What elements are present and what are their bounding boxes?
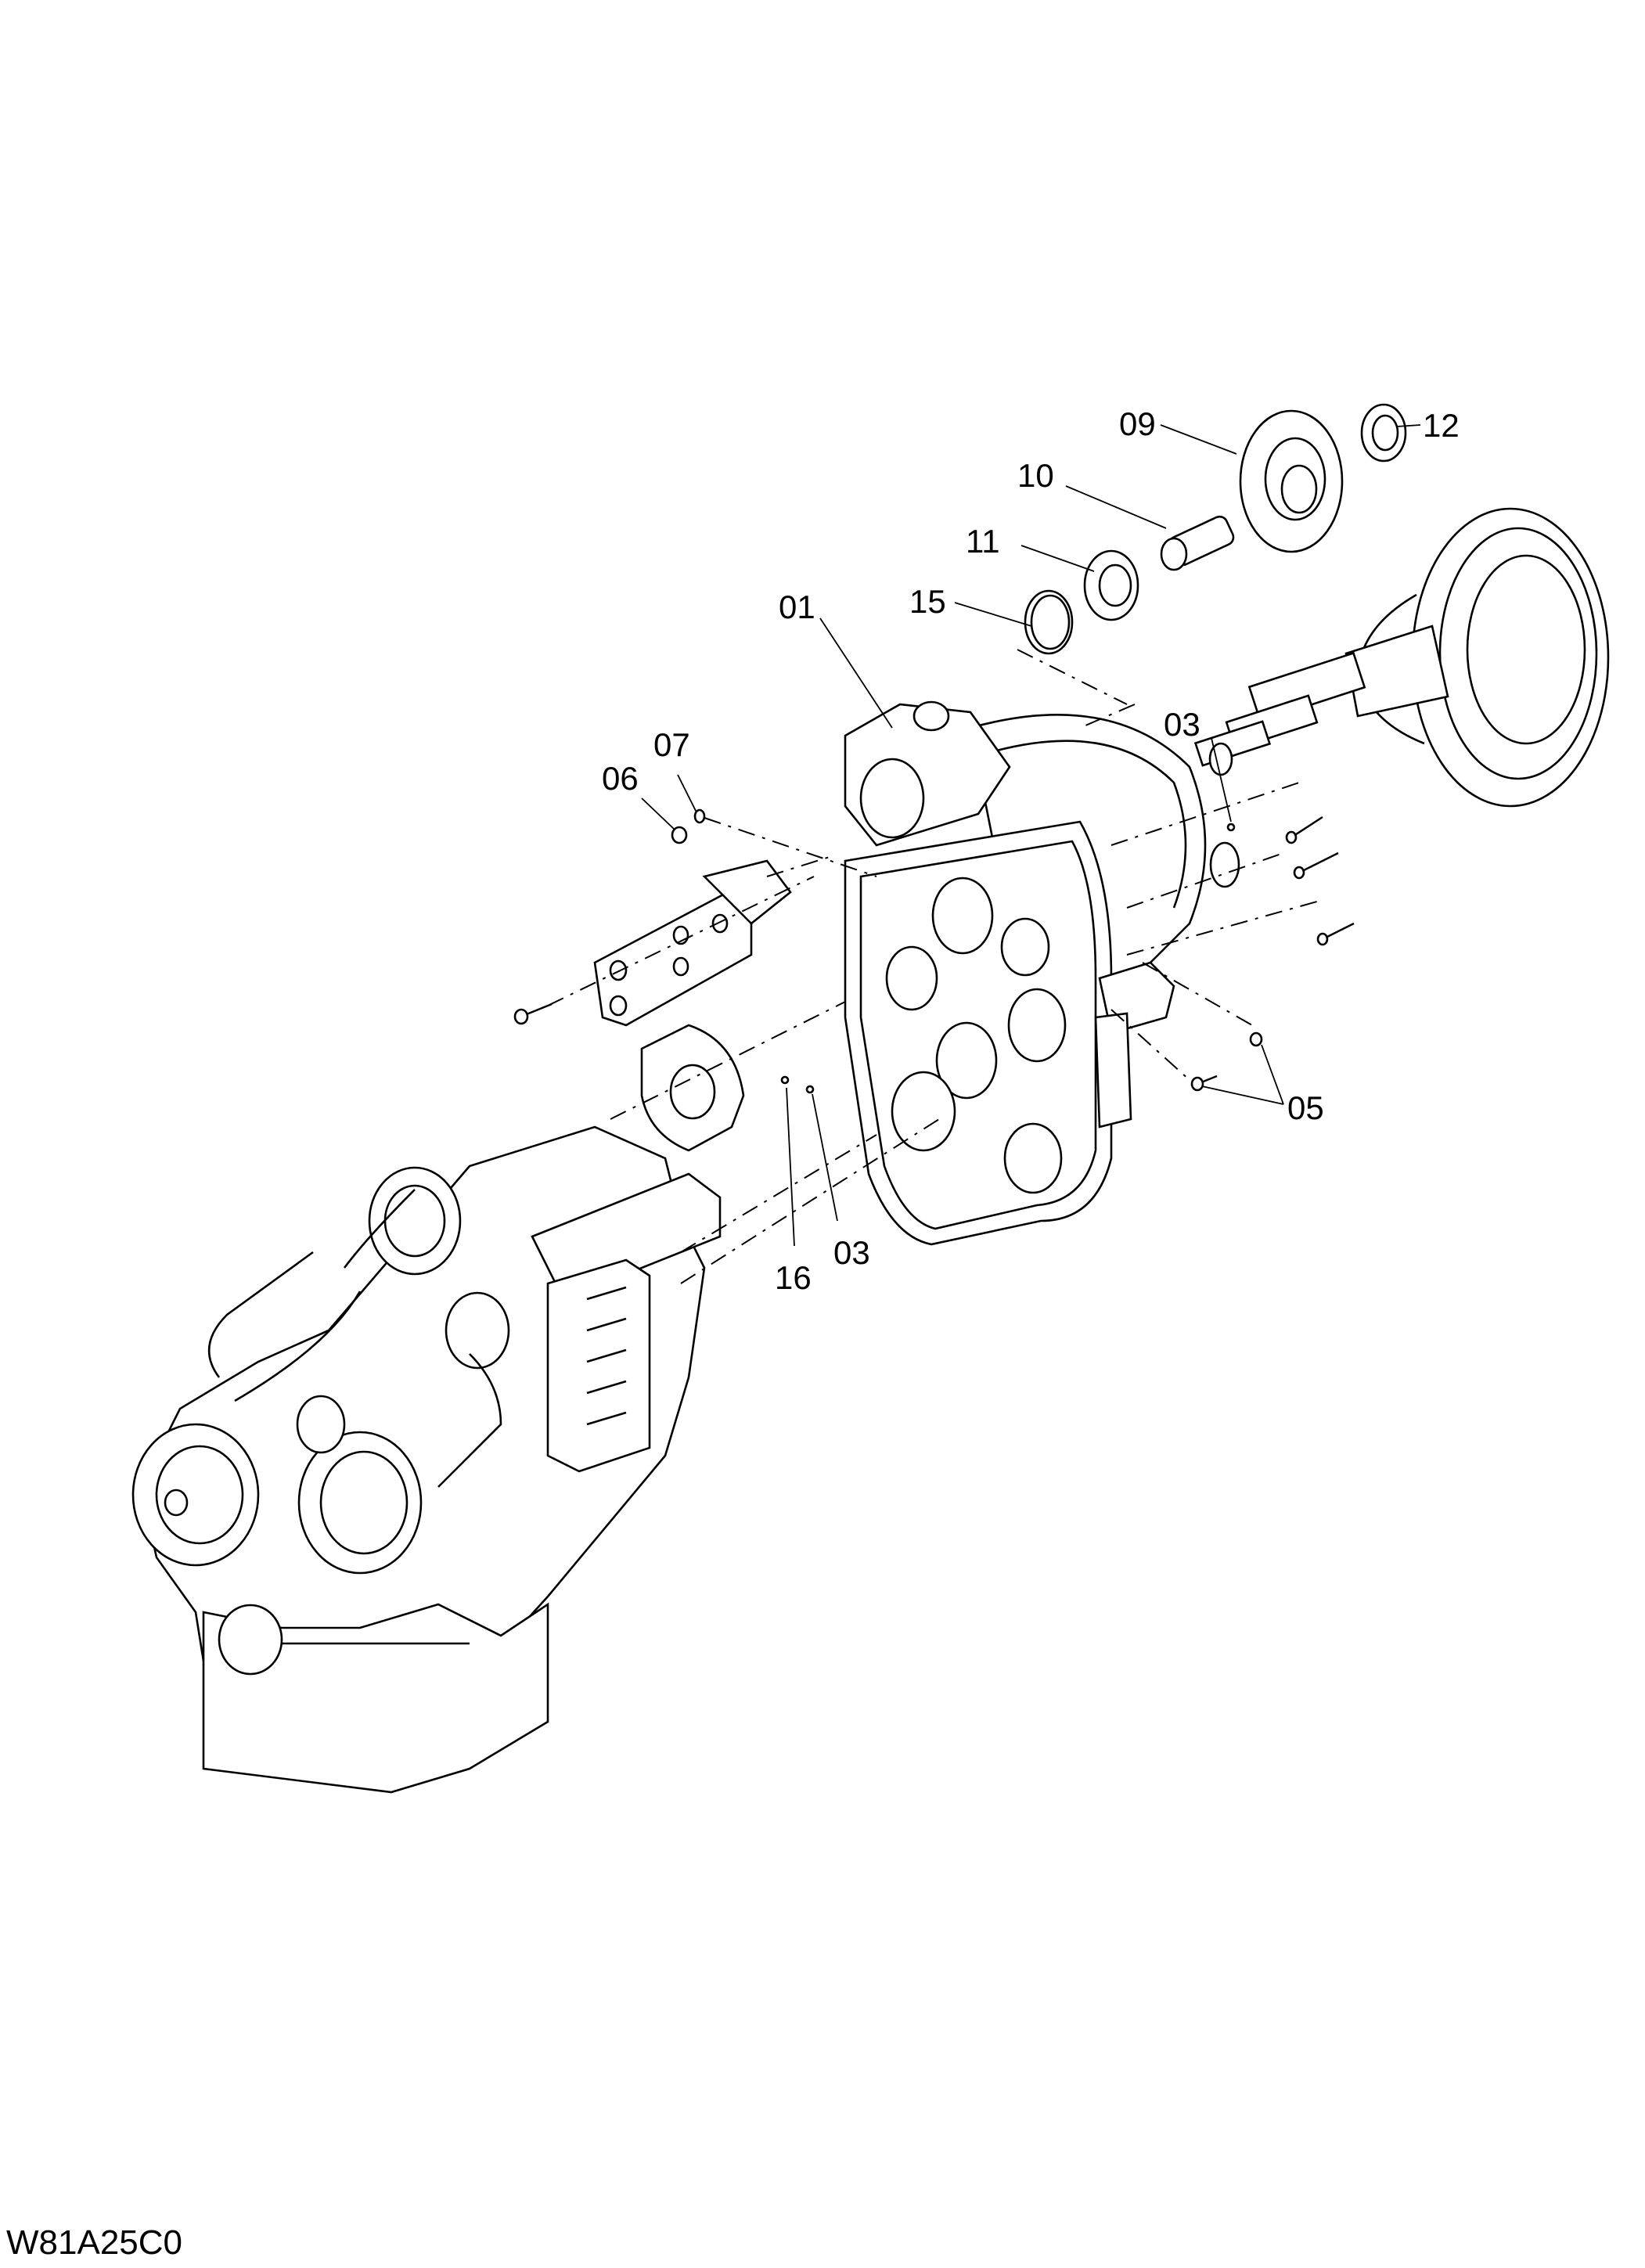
valve-block <box>593 859 792 1027</box>
callout-05: 05 <box>1287 1089 1324 1126</box>
callout-03-lower: 03 <box>833 1234 870 1271</box>
callout-15: 15 <box>909 583 946 620</box>
bolts <box>513 808 1355 1094</box>
callout-01: 01 <box>779 589 815 625</box>
part-01-housing <box>844 700 1240 1246</box>
transmission-assembly <box>131 1125 722 1794</box>
drawing-code: W81A25C0 <box>6 2223 182 2262</box>
callout-07: 07 <box>653 726 690 763</box>
part-10-shaft <box>1160 515 1235 571</box>
pump-plate <box>640 1024 745 1152</box>
callout-12: 12 <box>1423 407 1460 444</box>
part-11-bearing <box>1083 549 1139 621</box>
part-09-disc <box>1239 409 1344 553</box>
part-12-seal <box>1360 403 1407 463</box>
callout-09: 09 <box>1119 405 1156 442</box>
part-15-oring <box>1024 589 1074 655</box>
center-lines <box>547 649 1323 1284</box>
leader-lines <box>641 424 1421 1247</box>
callout-03-upper: 03 <box>1164 706 1200 743</box>
callout-10: 10 <box>1017 457 1054 494</box>
callouts: 09 12 10 11 15 01 03 07 06 05 16 03 <box>602 405 1460 1296</box>
callout-06: 06 <box>602 760 639 797</box>
callout-16: 16 <box>775 1259 812 1296</box>
torque-converter <box>1193 507 1610 808</box>
callout-11: 11 <box>966 523 1000 560</box>
